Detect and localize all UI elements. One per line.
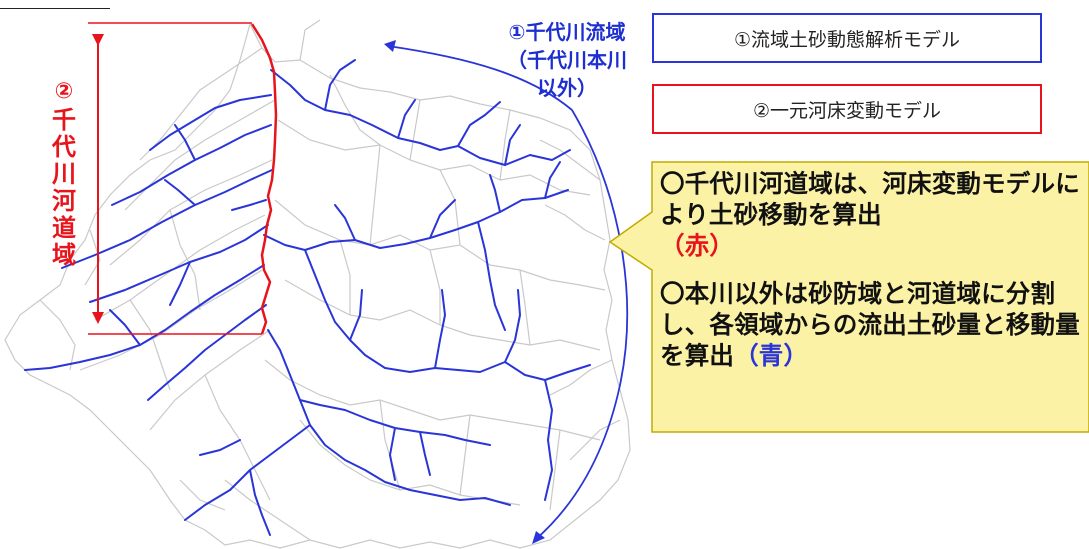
callout-text: 〇千代川河道域は、河床変動モデルにより土砂移動を算出 （赤） 〇本川以外は砂防域… xyxy=(660,168,1088,388)
river-channel-label-text: 千代川河道域 xyxy=(52,106,76,269)
basin-label-line1: ①千代川流域 xyxy=(508,20,626,44)
callout-p2-text: 〇本川以外は砂防域と河道域に分割し、各領域からの流出土砂量と移動量を算出 xyxy=(660,279,1080,370)
callout-paragraph-1: 〇千代川河道域は、河床変動モデルにより土砂移動を算出 （赤） xyxy=(660,168,1088,261)
river-channel-label: ② 千代川河道域 xyxy=(50,78,78,269)
legend-riverbed-model: ②一元河床変動モデル xyxy=(652,84,1042,134)
basin-label-line2: （千代川本川 xyxy=(507,48,627,72)
river-channel-label-number: ② xyxy=(54,79,74,104)
callout-p1-text: 〇千代川河道域は、河床変動モデルにより土砂移動を算出 xyxy=(660,169,1080,229)
tributary-rivers xyxy=(24,59,591,536)
basin-label: ①千代川流域 （千代川本川 以外） xyxy=(452,18,682,102)
basin-range-arrow xyxy=(387,45,629,541)
callout-p1-color-note: （赤） xyxy=(660,231,735,260)
main-river-chiyo xyxy=(250,23,278,335)
top-rule xyxy=(0,8,110,9)
basin-label-line3: 以外） xyxy=(537,76,597,100)
callout-paragraph-2: 〇本川以外は砂防域と河道域に分割し、各領域からの流出土砂量と移動量を算出（青） xyxy=(660,278,1088,371)
callout-p2-color-note: （青） xyxy=(734,341,809,370)
sub-basin-boundaries xyxy=(4,19,631,549)
river-section-bracket xyxy=(88,22,262,335)
legend-basin-model: ①流域土砂動態解析モデル xyxy=(652,13,1042,63)
